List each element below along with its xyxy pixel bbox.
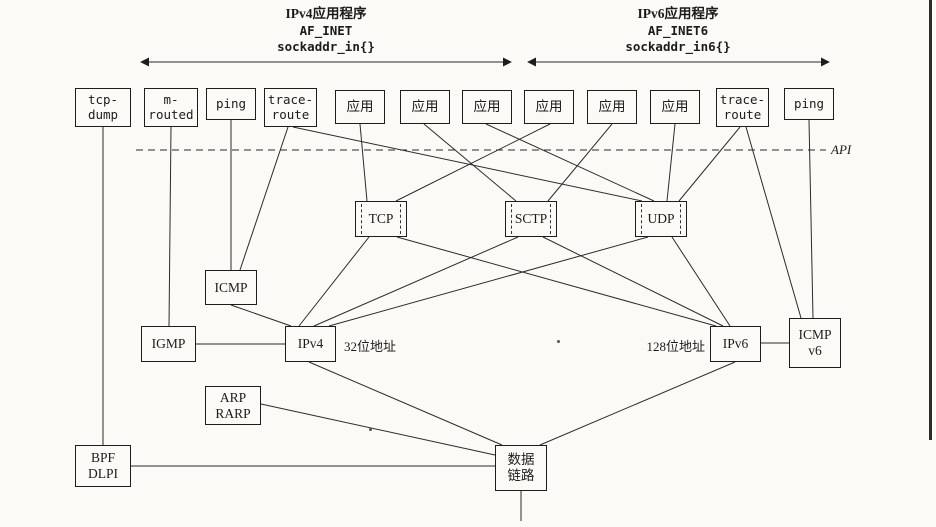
ipv6-sockaddr-struct: sockaddr_in6{}	[625, 38, 731, 54]
page-edge-artifact	[929, 0, 932, 440]
scan-speck	[557, 340, 560, 343]
box-bpf-dlpi: BPF DLPI	[75, 445, 131, 487]
box-icmp: ICMP	[205, 270, 257, 305]
box-application-2: 应用	[400, 90, 450, 124]
box-application-5: 应用	[587, 90, 637, 124]
box-datalink: 数据 链路	[495, 445, 547, 491]
protocol-to-ip-edges	[196, 236, 789, 345]
box-ipv4: IPv4	[285, 326, 336, 362]
box-application-3: 应用	[462, 90, 512, 124]
box-traceroute-ipv4: trace- route	[264, 88, 317, 127]
box-tcpdump: tcp- dump	[75, 88, 131, 127]
box-mrouted: m- routed	[144, 88, 198, 127]
scan-speck	[369, 428, 372, 431]
box-application-4: 应用	[524, 90, 574, 124]
ip-to-datalink-edges	[131, 361, 736, 521]
box-tcp: TCP	[355, 201, 407, 237]
ipv4-address-family: AF_INET	[299, 22, 353, 38]
box-arp-rarp: ARP RARP	[205, 386, 261, 425]
api-label: API	[831, 142, 852, 157]
box-application-1: 应用	[335, 90, 385, 124]
box-ping-ipv4: ping	[206, 88, 256, 120]
box-icmpv6: ICMP v6	[789, 318, 841, 368]
app-to-protocol-edges	[102, 119, 814, 445]
box-igmp: IGMP	[141, 326, 196, 362]
ipv6-header-title: IPv6应用程序	[637, 6, 719, 21]
box-udp: UDP	[635, 201, 687, 237]
ipv4-header-title: IPv4应用程序	[285, 6, 367, 21]
ipv4-address-size-label: 32位地址	[344, 339, 397, 354]
box-ping-ipv6: ping	[784, 88, 834, 120]
ipv4-sockaddr-struct: sockaddr_in{}	[277, 38, 375, 54]
box-ipv6: IPv6	[710, 326, 761, 362]
ipv6-address-size-label: 128位地址	[646, 339, 705, 354]
ipv6-header: IPv6应用程序 AF_INET6 sockaddr_in6{}	[548, 6, 808, 54]
box-application-6: 应用	[650, 90, 700, 124]
ipv6-address-family: AF_INET6	[647, 22, 709, 38]
ipv4-header: IPv4应用程序 AF_INET sockaddr_in{}	[196, 6, 456, 54]
box-sctp: SCTP	[505, 201, 557, 237]
box-traceroute-ipv6: trace- route	[716, 88, 769, 127]
